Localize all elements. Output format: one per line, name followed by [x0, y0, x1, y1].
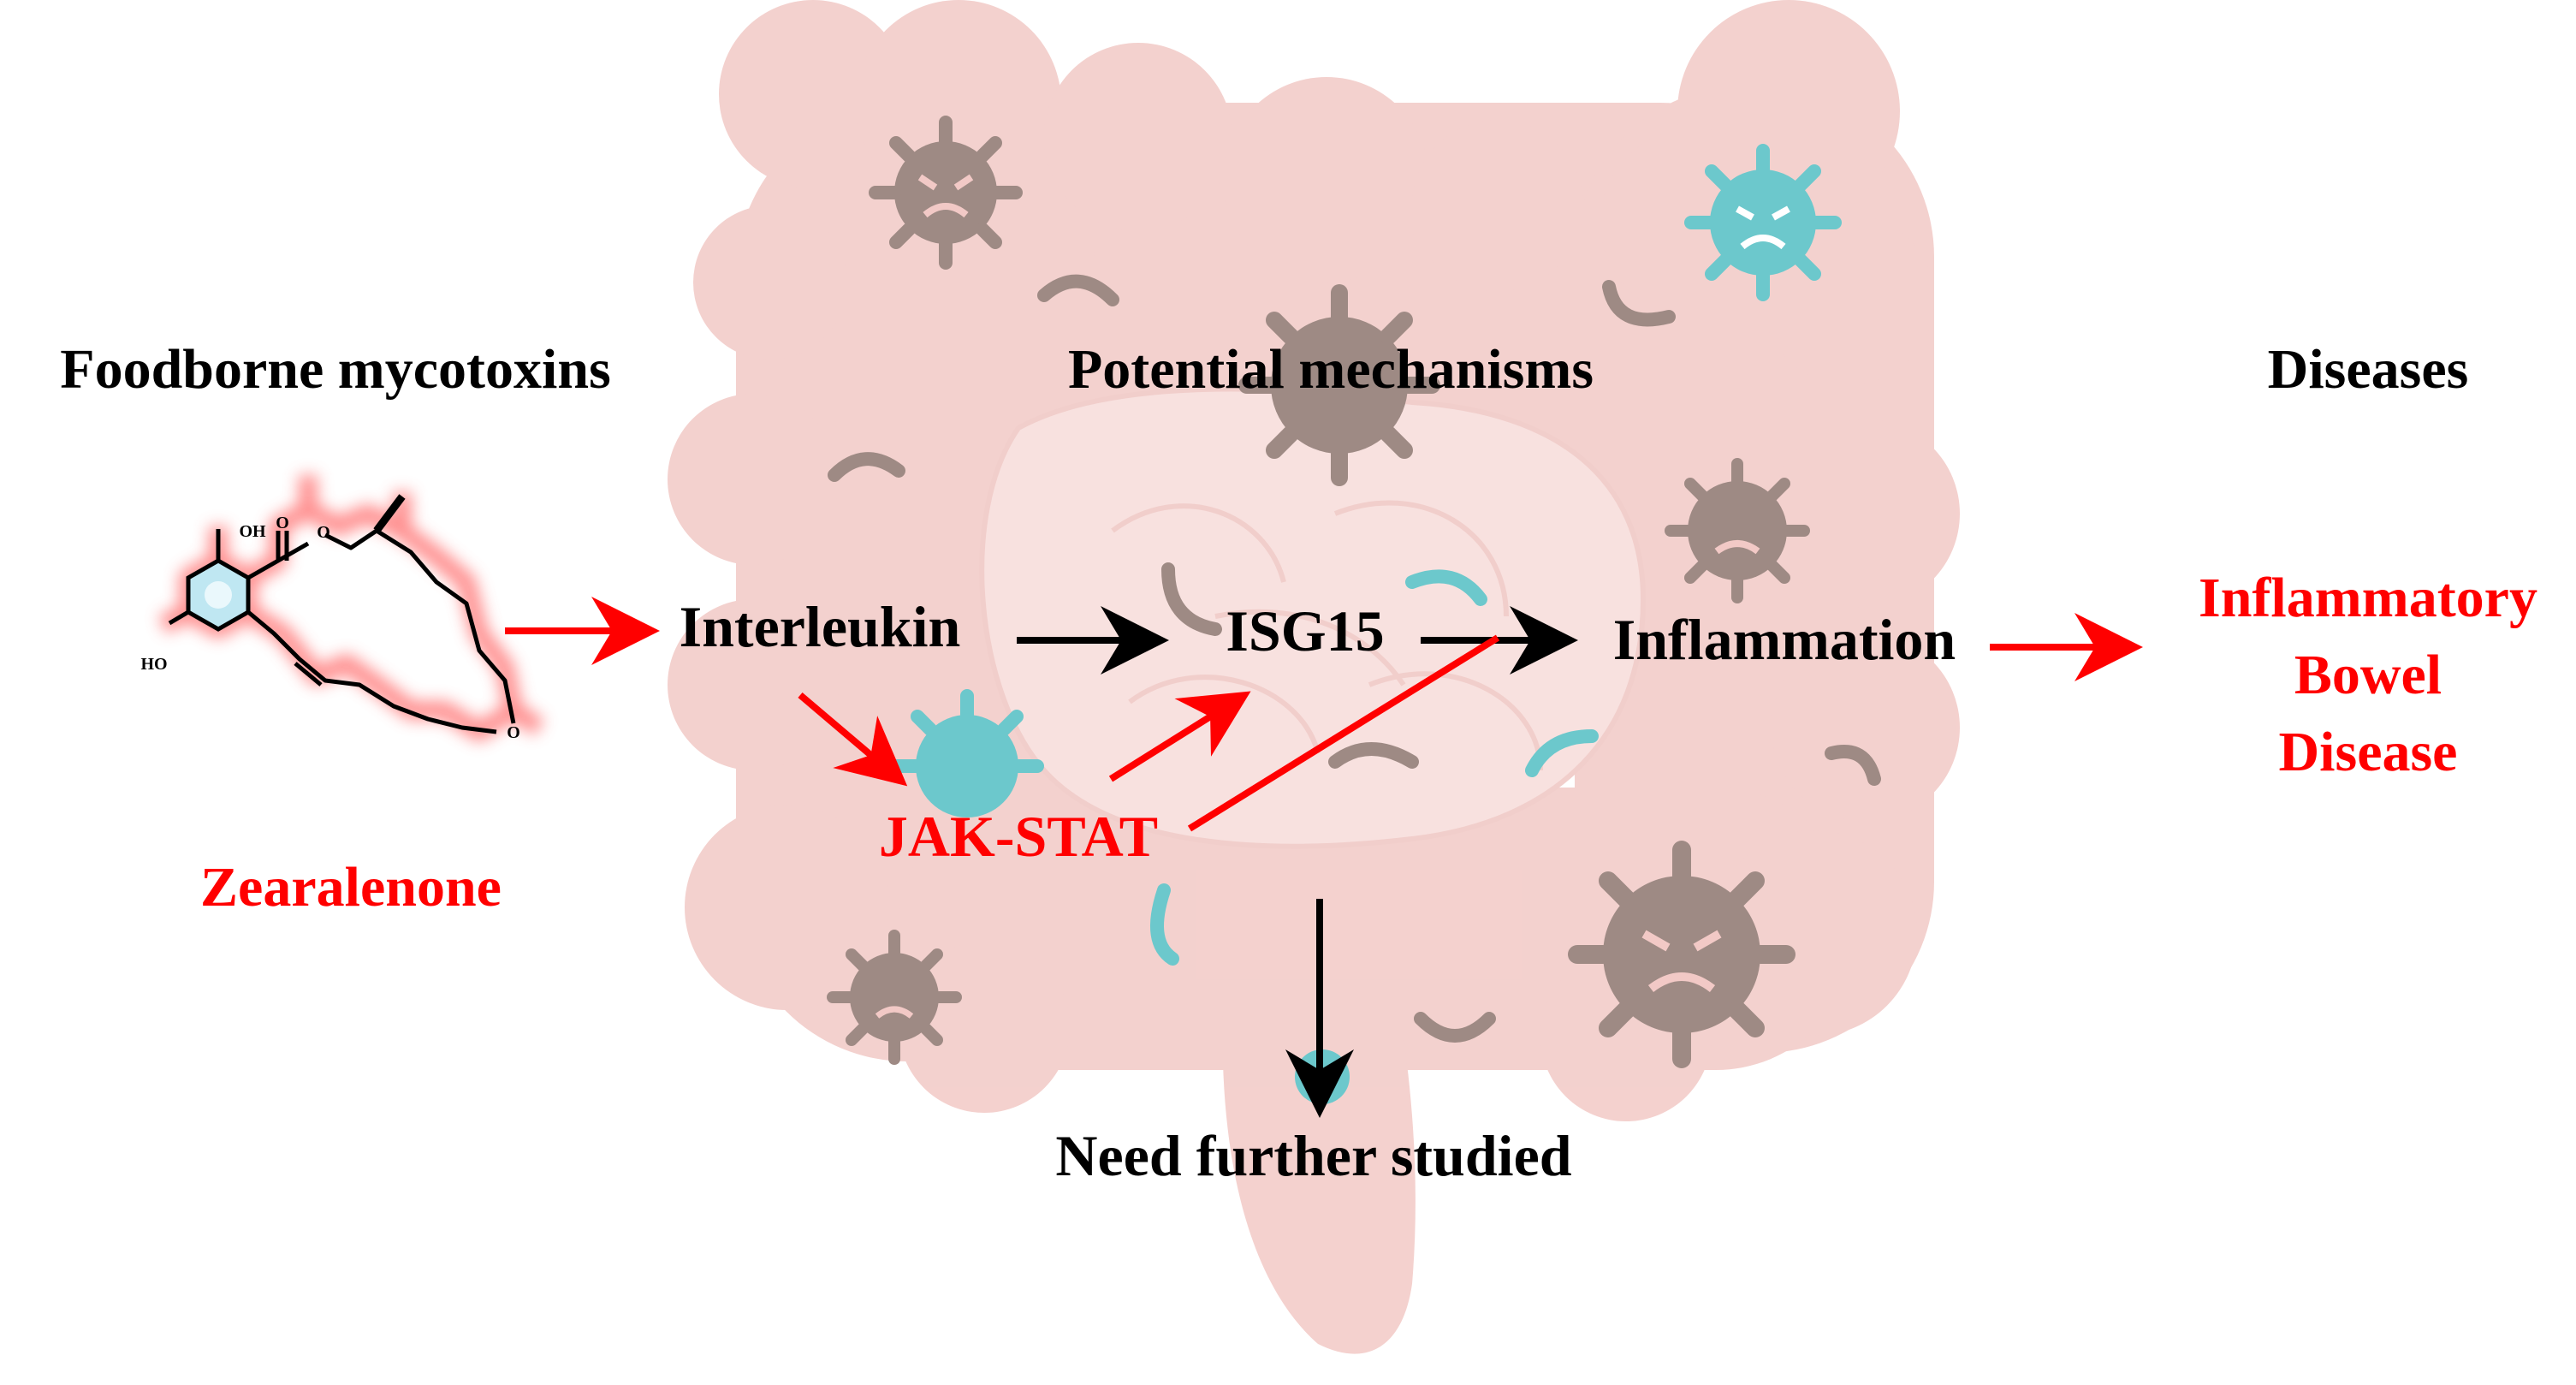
atom-label: O	[276, 514, 289, 532]
atom-label: OH	[239, 522, 266, 541]
microbe-icon	[1568, 841, 1795, 1068]
microbe-icon	[1238, 284, 1440, 486]
header-potential-mechanisms: Potential mechanisms	[1068, 338, 1594, 401]
atom-label: O	[507, 723, 520, 742]
arrow-interleukin-to-jakstat	[798, 692, 908, 787]
microbe-icon	[1684, 144, 1842, 301]
microbe-icons	[827, 116, 1842, 1104]
microbe-icon	[827, 930, 962, 1065]
node-need-further-studied: Need further studied	[1055, 1123, 1571, 1188]
microbe-icon	[1665, 458, 1810, 603]
atom-label: HO	[140, 655, 167, 674]
disease-line-1: Inflammatory	[2199, 567, 2537, 629]
labels: Foodborne mycotoxins Potential mechanism…	[60, 338, 2537, 1188]
zearalenone-structure: OH HO O O O	[140, 475, 545, 742]
node-isg15: ISG15	[1226, 598, 1384, 663]
arrow-jakstat-to-isg15	[1108, 691, 1251, 782]
arrows	[505, 597, 2143, 1118]
microbe-icon	[869, 116, 1023, 270]
line-jakstat-to-inflammation	[1187, 634, 1500, 832]
disease-line-3: Disease	[2279, 721, 2458, 783]
node-jak-stat: JAK-STAT	[879, 804, 1158, 869]
toxin-name: Zearalenone	[200, 856, 502, 918]
atom-label: O	[317, 523, 330, 542]
header-diseases: Diseases	[2268, 338, 2469, 401]
node-interleukin: Interleukin	[680, 594, 961, 659]
disease-line-2: Bowel	[2294, 644, 2442, 706]
bacteria-arcs	[828, 274, 1881, 1043]
header-foodborne-mycotoxins: Foodborne mycotoxins	[60, 338, 611, 401]
node-inflammation: Inflammation	[1613, 607, 1956, 672]
